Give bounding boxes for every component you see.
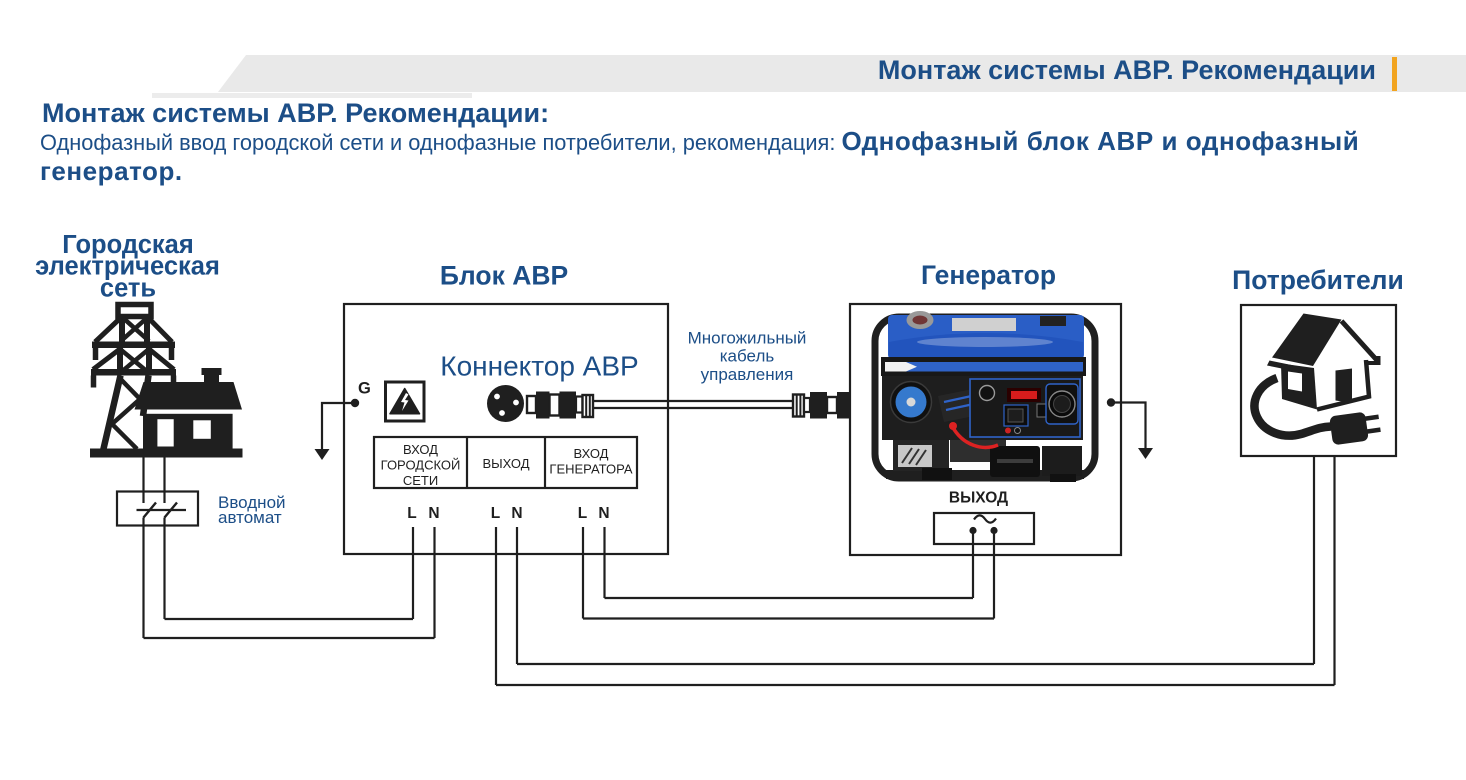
svg-text:Блок АВР: Блок АВР xyxy=(440,261,568,291)
svg-text:N: N xyxy=(511,505,522,522)
svg-text:N: N xyxy=(428,505,439,522)
svg-text:G: G xyxy=(358,379,371,397)
svg-text:L: L xyxy=(407,505,416,522)
svg-text:ГЕНЕРАТОРА: ГЕНЕРАТОРА xyxy=(549,462,632,477)
svg-text:L: L xyxy=(491,505,500,522)
svg-text:ГОРОДСКОЙ: ГОРОДСКОЙ xyxy=(381,458,461,473)
svg-text:сеть: сеть xyxy=(100,275,156,303)
svg-text:Городская: Городская xyxy=(62,231,193,259)
svg-text:ВХОД: ВХОД xyxy=(403,442,438,457)
svg-text:Многожильный: Многожильный xyxy=(688,328,807,347)
svg-text:Коннектор АВР: Коннектор АВР xyxy=(440,351,638,382)
svg-text:электрическая: электрическая xyxy=(35,253,220,281)
svg-text:N: N xyxy=(598,505,609,522)
svg-text:ВЫХОД: ВЫХОД xyxy=(482,456,529,471)
svg-text:автомат: автомат xyxy=(218,508,282,527)
svg-text:Вводной: Вводной xyxy=(218,493,286,512)
svg-text:СЕТИ: СЕТИ xyxy=(403,473,438,488)
svg-text:Потребители: Потребители xyxy=(1232,265,1404,295)
svg-text:Генератор: Генератор xyxy=(921,260,1056,290)
svg-text:кабель: кабель xyxy=(720,347,775,366)
svg-text:управления: управления xyxy=(701,365,794,384)
svg-text:ВЫХОД: ВЫХОД xyxy=(949,490,1008,507)
svg-text:ВХОД: ВХОД xyxy=(574,446,609,461)
svg-text:L: L xyxy=(578,505,587,522)
